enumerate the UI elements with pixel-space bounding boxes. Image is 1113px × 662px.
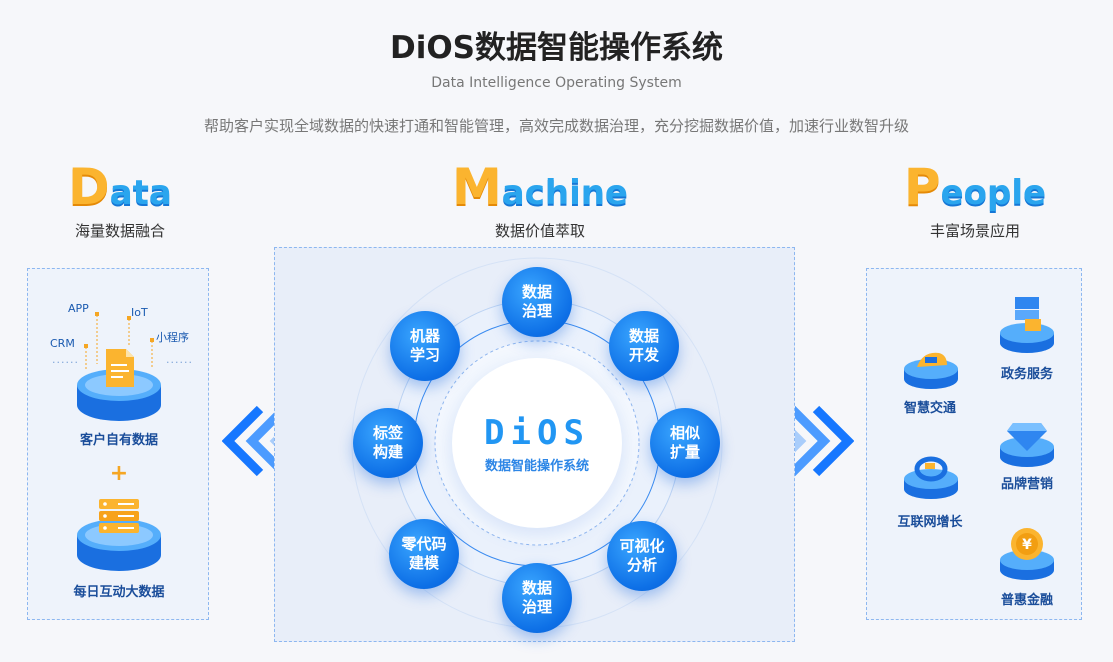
source-ellipsis-right: ...... <box>166 353 193 366</box>
svg-text:¥: ¥ <box>1022 537 1032 553</box>
node-tag-building: 标签构建 <box>353 408 423 478</box>
source-app: APP <box>68 302 89 315</box>
pillar-data-label: 海量数据融合 <box>74 222 165 240</box>
node-visual-analysis: 可视化分析 <box>607 521 677 591</box>
page-description: 帮助客户实现全域数据的快速打通和智能管理，高效完成数据治理，充分挖掘数据价值，加… <box>203 117 909 135</box>
app-government-services-label: 政务服务 <box>1000 367 1053 382</box>
brand-marketing-icon <box>1000 423 1054 467</box>
source-iot: IoT <box>131 306 148 319</box>
app-internet-growth-label: 互联网增长 <box>897 515 963 530</box>
source-crm: CRM <box>50 337 75 350</box>
source-ellipsis-left: ...... <box>52 353 79 366</box>
inclusive-finance-icon: ¥ <box>1000 528 1054 580</box>
pillar-machine-initial: M <box>452 158 502 216</box>
pillar-people-heading: People 丰富场景应用 <box>885 158 1065 241</box>
page-title: DiOS数据智能操作系统 <box>389 30 724 66</box>
pillar-people-label: 丰富场景应用 <box>929 222 1020 240</box>
pillar-data-rest: ata <box>109 173 172 213</box>
pillar-machine-word: Machine <box>430 158 650 216</box>
pillar-data-initial: D <box>68 158 110 216</box>
internet-growth-icon <box>904 456 958 499</box>
dios-core: DiOS 数据智能操作系统 <box>452 358 622 528</box>
app-inclusive-finance-label: 普惠金融 <box>1000 593 1053 608</box>
page-subtitle: Data Intelligence Operating System <box>431 75 682 91</box>
source-miniprogram: 小程序 <box>156 331 189 344</box>
customer-data-label: 客户自有数据 <box>79 433 158 448</box>
dios-logo: DiOS <box>484 412 590 453</box>
pillar-machine-heading: Machine 数据价值萃取 <box>430 158 650 241</box>
big-data-platform-icon <box>77 499 161 571</box>
node-data-governance-top: 数据治理 <box>502 267 572 337</box>
dios-logo-subtitle: 数据智能操作系统 <box>484 458 589 474</box>
government-services-icon <box>1000 297 1054 353</box>
node-data-development: 数据开发 <box>609 311 679 381</box>
pillar-people-initial: P <box>903 158 941 216</box>
node-data-governance-bottom: 数据治理 <box>502 563 572 633</box>
pillar-data-heading: Data 海量数据融合 <box>40 158 200 241</box>
customer-data-platform-icon <box>77 349 161 421</box>
people-panel: 智慧交通 政务服务 互联网增长 品牌营销 ¥ 普惠金融 <box>866 268 1082 620</box>
pillar-people-word: People <box>885 158 1065 216</box>
node-zero-code-modeling: 零代码建模 <box>389 519 459 589</box>
source-connectors <box>84 312 154 371</box>
app-brand-marketing-label: 品牌营销 <box>1000 477 1053 492</box>
pillar-data-word: Data <box>40 158 200 216</box>
smart-transport-icon <box>904 352 958 389</box>
pillar-machine-label: 数据价值萃取 <box>494 222 585 240</box>
big-data-label: 每日互动大数据 <box>73 585 165 600</box>
pillar-machine-rest: achine <box>501 173 628 213</box>
data-panel: APP IoT CRM 小程序 ...... ...... 客户自有数据 + <box>27 268 209 620</box>
plus-sign: + <box>109 461 129 486</box>
pillar-people-rest: eople <box>940 173 1047 213</box>
node-lookalike-expansion: 相似扩量 <box>650 408 720 478</box>
node-machine-learning: 机器学习 <box>390 311 460 381</box>
app-smart-transport-label: 智慧交通 <box>903 401 956 416</box>
machine-panel: DiOS 数据智能操作系统 数据治理 数据开发 相似扩量 可视化分析 数据治理 … <box>274 247 795 642</box>
